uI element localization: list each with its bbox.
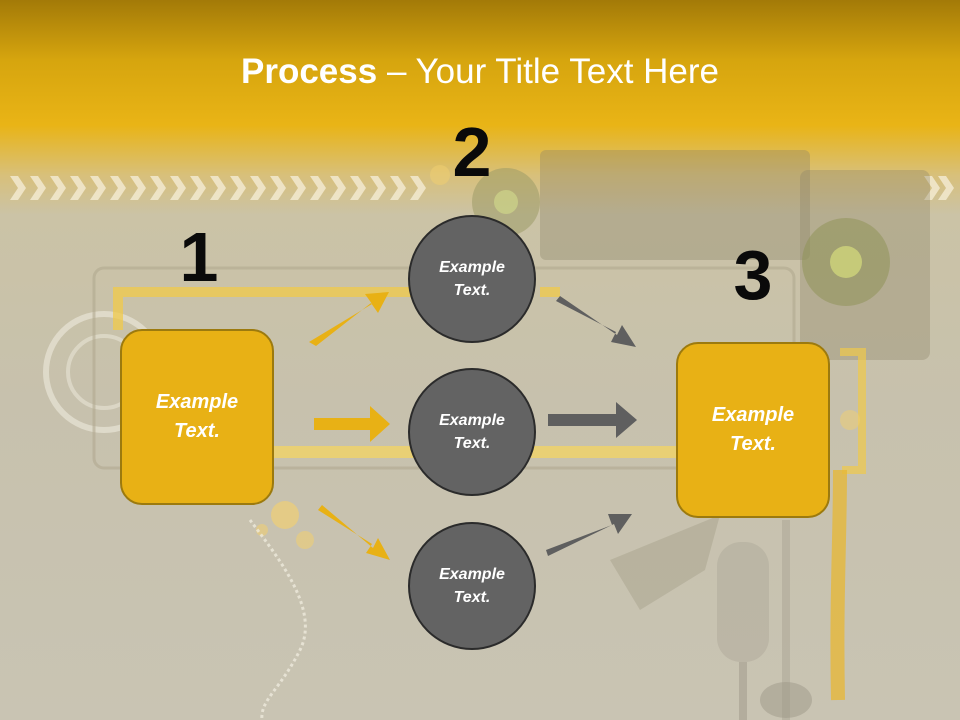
step-3-box[interactable]: Example Text. <box>676 342 830 518</box>
step-2-circle-bottom[interactable]: Example Text. <box>408 522 536 650</box>
title-bold: Process <box>241 52 378 91</box>
circle-text: Example Text. <box>439 258 505 299</box>
step-3-text: Example Text. <box>711 404 795 455</box>
step-2-circle-top[interactable]: Example Text. <box>408 215 536 343</box>
step-2-number: 2 <box>452 113 492 191</box>
page-title: Process – Your Title Text Here <box>0 52 960 92</box>
step-1-text: Example Text. <box>155 391 239 442</box>
step-1-box[interactable]: Example Text. <box>120 329 274 505</box>
step-3-number: 3 <box>733 236 773 314</box>
circle-text: Example Text. <box>439 411 505 452</box>
title-rest: – Your Title Text Here <box>377 52 719 91</box>
step-2-circle-middle[interactable]: Example Text. <box>408 368 536 496</box>
step-1-number: 1 <box>179 218 219 296</box>
chevron-strip <box>10 176 954 200</box>
circle-text: Example Text. <box>439 565 505 606</box>
